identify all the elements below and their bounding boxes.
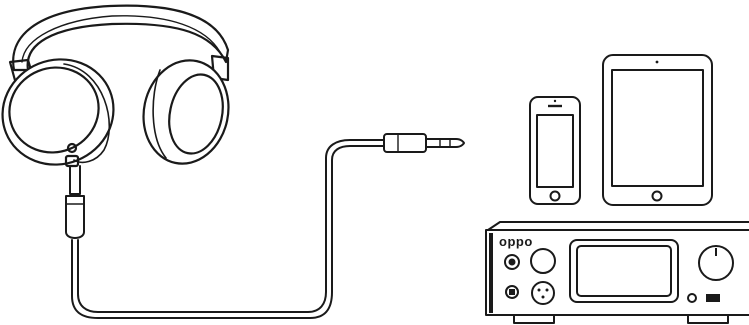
phone-camera: [553, 99, 557, 103]
mini-plug-body: [383, 133, 427, 153]
usb-port: [706, 294, 720, 302]
amplifier-foot-right: [687, 314, 729, 324]
left-earcup-rim: [8, 66, 100, 154]
headband-inner-line: [21, 15, 221, 63]
amplifier-foot-left: [513, 314, 555, 324]
headphone-jack-outer: [504, 254, 520, 270]
amplifier-top-panel: [487, 221, 749, 231]
tablet-screen: [611, 69, 704, 187]
amplifier-front-panel: [485, 229, 749, 316]
xlr-pin-1: [537, 288, 541, 292]
cable-line-outer: [71, 145, 385, 319]
volume-knob: [698, 245, 734, 281]
cable-plug-upper-body: [69, 165, 81, 195]
left-earcup-pad: [63, 63, 111, 164]
ir-sensor: [687, 293, 697, 303]
headphone-plug-collar: [64, 154, 80, 168]
xlr-pin-2: [545, 288, 549, 292]
headphones-illustration: [1, 4, 230, 168]
display-bezel: [569, 239, 679, 303]
xlr-pin-3: [541, 295, 545, 299]
right-earcup-pad: [152, 69, 167, 159]
power-button-center: [509, 289, 515, 295]
display-screen: [576, 245, 672, 297]
headphone-jack-inner: [508, 258, 516, 266]
phone-home-button: [549, 190, 561, 202]
tablet-body: [602, 54, 713, 206]
phone-screen: [536, 114, 574, 188]
amplifier-icon: oppo: [485, 221, 749, 324]
input-selector-knob: [530, 248, 556, 274]
mini-plug-tip: [425, 138, 465, 148]
power-button: [505, 285, 519, 299]
amplifier-brand-label: oppo: [499, 234, 533, 249]
left-earcup-jack: [66, 142, 78, 154]
cable-plug-lower-body: [65, 195, 85, 239]
amplifier-trim-left: [489, 233, 493, 313]
xlr-jack: [531, 281, 555, 305]
tablet-icon: [602, 54, 713, 206]
right-earcup-rim: [168, 73, 224, 155]
cable-line-inner: [77, 139, 385, 313]
phone-body: [529, 96, 581, 205]
headband: [12, 4, 230, 72]
right-earcup-outer: [142, 59, 230, 165]
tablet-home-button: [651, 190, 663, 202]
smartphone-icon: [529, 96, 581, 205]
audio-cable: [65, 133, 465, 319]
tablet-camera: [655, 60, 659, 64]
